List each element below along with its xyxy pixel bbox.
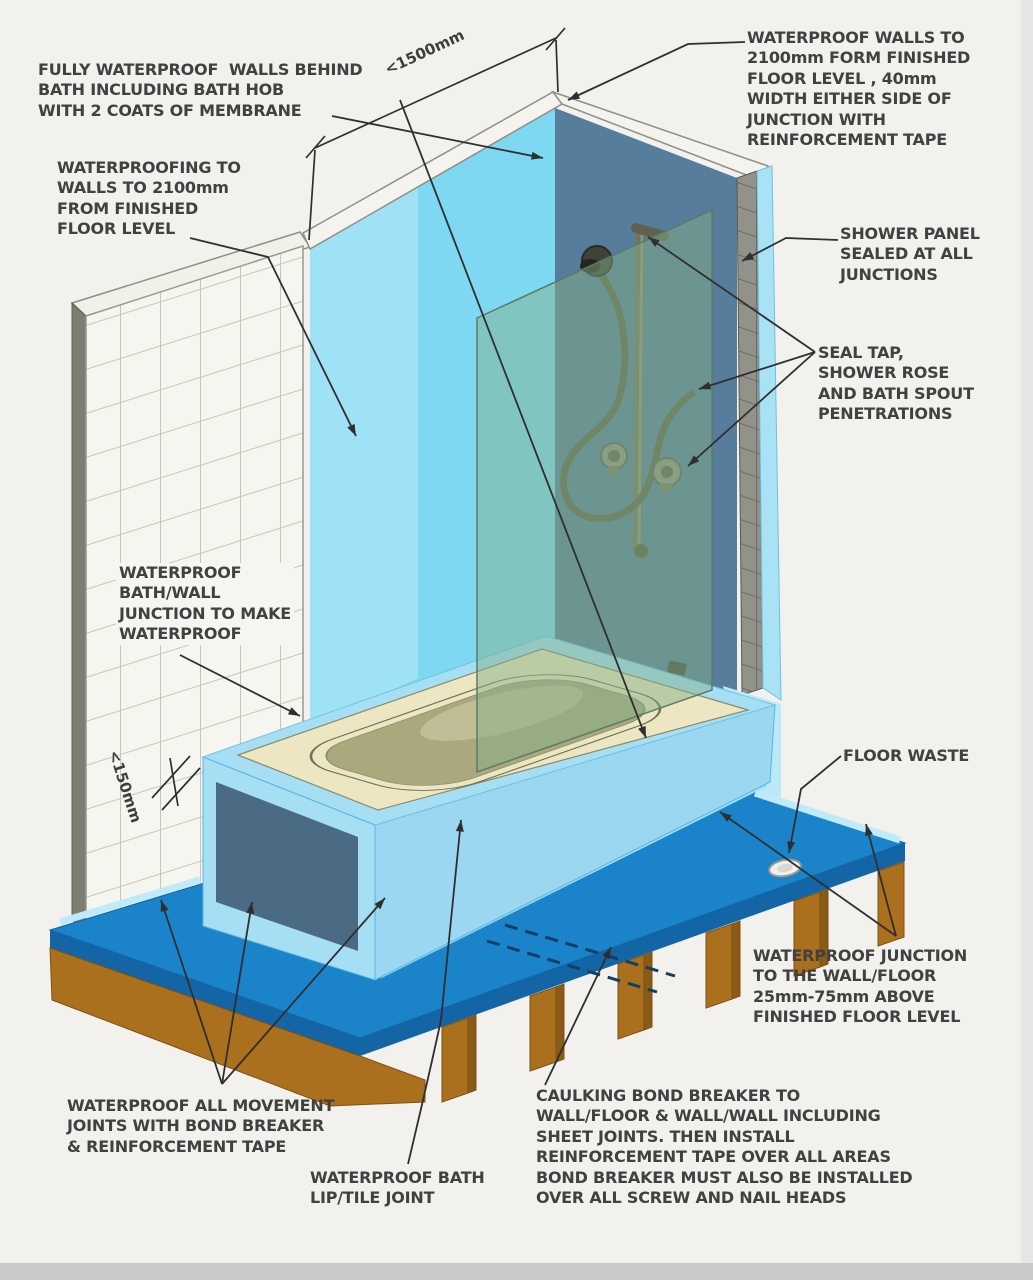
joist-mass-left [49, 947, 426, 1107]
leader-fully-waterproof-wall [331, 115, 544, 160]
wall-floor-junction-strip-left [58, 876, 202, 926]
label-lip-tile: WATERPROOF BATH LIP/TILE JOINT [310, 1168, 485, 1208]
shower-rail-foot [634, 544, 648, 558]
shower-screen-glass [476, 208, 713, 774]
page-bottom-bar [0, 1263, 1033, 1280]
dim-extension [555, 39, 559, 93]
back-wall-face-light [310, 186, 418, 730]
leader-seal-tap-1 [647, 236, 816, 353]
joist [877, 861, 905, 947]
leader-caulking [544, 946, 612, 1086]
floor-joists [441, 861, 905, 1103]
label-waterproofing-walls: WATERPROOFING TO WALLS TO 2100mm FROM FI… [57, 158, 241, 239]
bath-tub-basin [309, 674, 662, 791]
leader-lines [160, 41, 897, 1165]
page-right-margin [1021, 0, 1033, 1280]
label-fully-waterproof: FULLY WATERPROOF WALLS BEHIND BATH INCLU… [38, 60, 363, 120]
label-bath-wall-junction: WATERPROOF BATH/WALL JUNCTION TO MAKE WA… [116, 563, 295, 645]
dim-line-1500 [314, 37, 557, 149]
joist-side [819, 888, 829, 968]
leader-seal-tap-3 [687, 351, 816, 467]
dim-tick-150 [161, 767, 201, 811]
dim-tick [545, 27, 566, 51]
label-floor-waste: FLOOR WASTE [843, 746, 970, 765]
joist [617, 954, 645, 1040]
leader-waterproofing-walls [189, 237, 357, 437]
bath-spout [666, 660, 688, 676]
joist-side [467, 1014, 477, 1094]
joist [529, 986, 557, 1072]
tiled-wall-side-edge [71, 301, 87, 929]
label-shower-panel: SHOWER PANEL SEALED AT ALL JUNCTIONS [840, 224, 980, 284]
joist [705, 923, 733, 1009]
label-caulking: CAULKING BOND BREAKER TO WALL/FLOOR & WA… [536, 1086, 913, 1208]
leader-movement-joints-1 [160, 899, 223, 1085]
dim-tick-150 [151, 755, 191, 799]
joist-side [731, 920, 741, 1000]
joist-side [643, 951, 653, 1031]
back-wall [302, 91, 564, 730]
leader-movement-joints-2 [221, 901, 255, 1085]
leader-movement-joints-3 [221, 897, 386, 1085]
leader-waterproof-walls-right [567, 41, 746, 101]
tap-handle-left [600, 442, 628, 475]
leader-fully-waterproof-hob [399, 99, 647, 739]
leader-waterproof-junction-2 [719, 811, 897, 937]
label-waterproof-junction: WATERPROOF JUNCTION TO THE WALL/FLOOR 25… [753, 946, 968, 1027]
dim-extension [308, 149, 316, 241]
wall-floor-junction-strip-right [753, 789, 902, 844]
leader-bath-wall-junction [179, 654, 301, 717]
label-movement-joints: WATERPROOF ALL MOVEMENT JOINTS WITH BOND… [67, 1096, 335, 1156]
leader-waterproof-junction-1 [865, 823, 897, 937]
label-waterproof-walls-right: WATERPROOF WALLS TO 2100mm FORM FINISHED… [747, 28, 971, 150]
dimension-lines [151, 27, 566, 811]
joist [441, 1017, 469, 1103]
joist-side [555, 983, 565, 1063]
shower-wall-membrane-edge [756, 165, 782, 701]
floor-edge-left [50, 930, 360, 1056]
floor-edge-right [360, 843, 905, 1056]
label-seal-tap: SEAL TAP, SHOWER ROSE AND BATH SPOUT PEN… [818, 343, 974, 424]
leader-seal-tap-2 [698, 351, 816, 390]
leader-shower-panel [741, 237, 839, 262]
dim-stem-150 [169, 757, 179, 807]
tap-handle-right [652, 457, 682, 492]
shower-hose [560, 271, 697, 523]
movement-joint-dashes [486, 923, 676, 994]
leader-floor-waste [787, 755, 842, 854]
dim-tick [305, 135, 326, 159]
bathtub [201, 635, 777, 981]
leader-lip-tile [407, 819, 464, 1165]
